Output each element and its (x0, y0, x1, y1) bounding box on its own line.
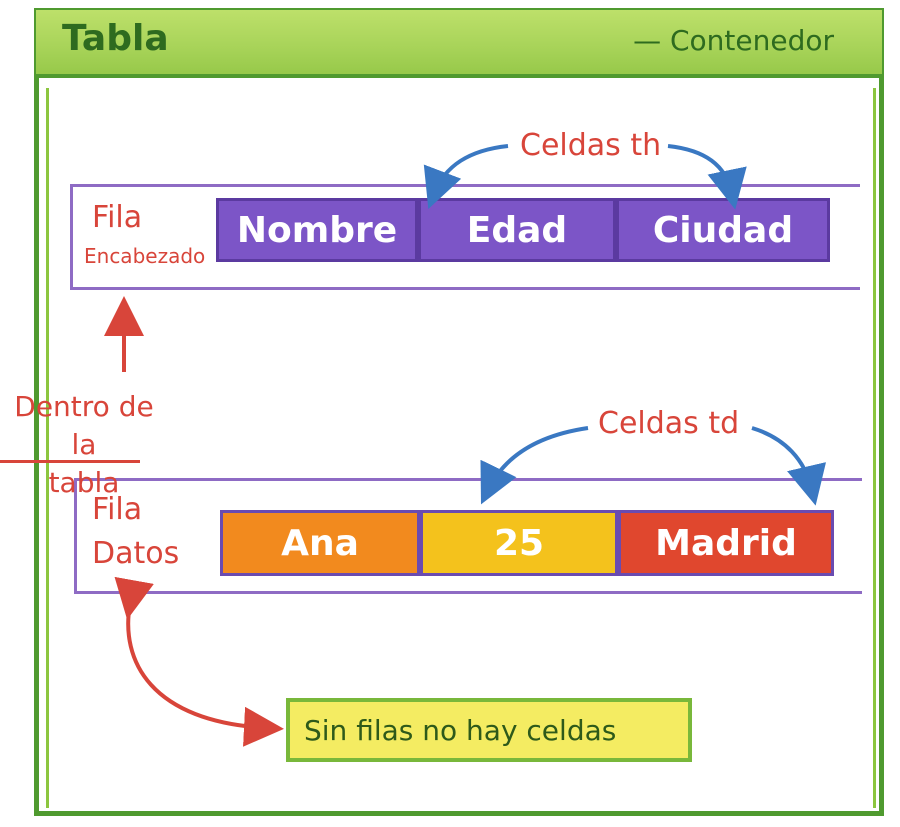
arrow-td-right (751, 426, 827, 506)
header-row-label: Fila (92, 200, 143, 235)
annotation-inside-line1: Dentro de la (14, 390, 154, 461)
arrow-th-left (423, 144, 509, 209)
th-cell-nombre: Nombre (216, 198, 418, 262)
arrow-row-to-note (114, 576, 284, 747)
annotation-underline (0, 460, 140, 463)
annotation-inside-line2: tabla (48, 466, 120, 499)
arrow-th-right (667, 144, 747, 210)
annotation-inside-table: Dentro de la tabla (4, 388, 164, 502)
container-header-bar (36, 10, 882, 78)
table-container-inner (46, 88, 876, 808)
data-row-label: Fila (92, 492, 143, 527)
data-row-sublabel: Datos (92, 536, 180, 571)
arrow-td-left (480, 426, 589, 505)
container-title: Tabla (62, 18, 169, 59)
td-cell-25: 25 (420, 510, 618, 576)
note-box: Sin filas no hay celdas (286, 698, 692, 762)
annotation-td-cells: Celdas td (598, 406, 740, 441)
th-cell-edad: Edad (418, 198, 616, 262)
container-subtitle: — Contenedor (633, 24, 834, 57)
annotation-th-cells: Celdas th (520, 128, 662, 163)
td-cell-madrid: Madrid (618, 510, 834, 576)
td-cell-ana: Ana (220, 510, 420, 576)
header-row-sublabel: Encabezado (84, 244, 206, 268)
